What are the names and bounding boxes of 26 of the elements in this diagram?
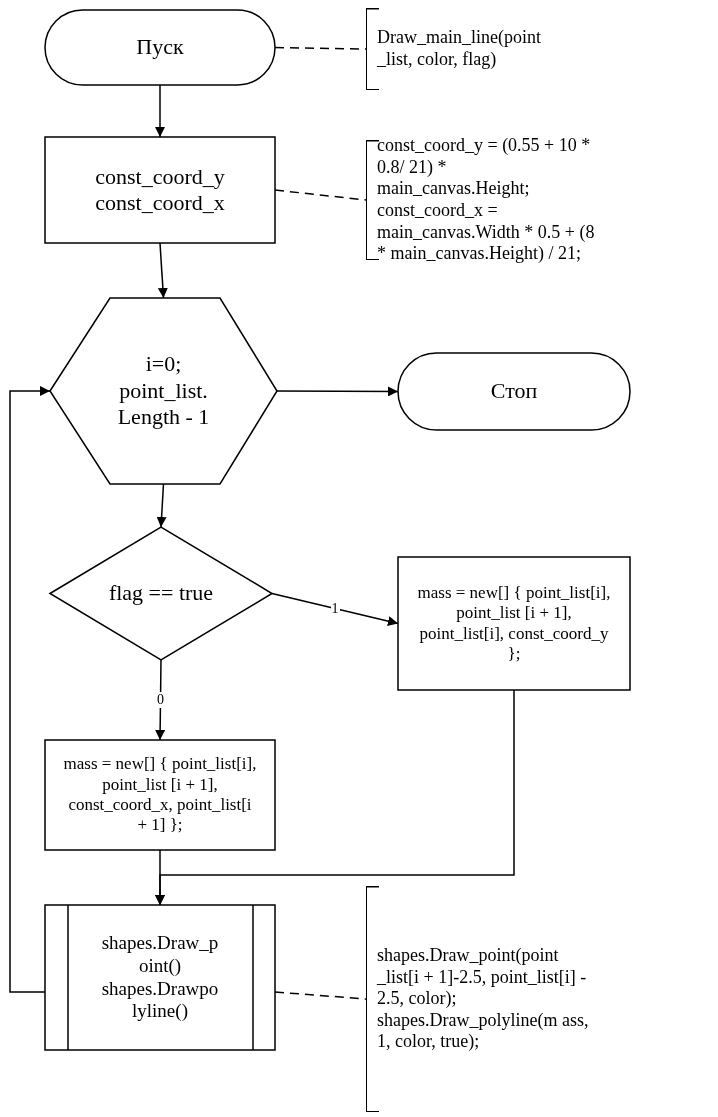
arrow bbox=[155, 659, 166, 741]
arrow bbox=[155, 84, 165, 138]
node-text: mass = new[] { point_list[i], point_list [i + 1], const_coord_x, point_list[i + 1] }; bbox=[62, 754, 258, 836]
arrow bbox=[271, 592, 399, 627]
node-text: i=0; point_list. Length - 1 bbox=[116, 351, 211, 431]
node-text: mass = new[] { point_list[i], point_list [i + 1], point_list[i], const_coord_y }; bbox=[416, 582, 612, 665]
node-text: flag == true bbox=[108, 580, 214, 607]
arrow bbox=[155, 689, 515, 906]
edge-label: 0 bbox=[156, 692, 165, 708]
subroutine-box bbox=[45, 905, 275, 1050]
arrow bbox=[276, 386, 399, 397]
arrow bbox=[9, 386, 51, 993]
node-text: Стоп bbox=[490, 378, 538, 405]
process-box bbox=[45, 137, 275, 243]
comment-text: shapes.Draw_point(point _list[i + 1]-2.5, point_list[i] - 2.5, color); shapes.Draw_polyline(m ass, 1, color, true); bbox=[377, 945, 590, 1053]
node-text: Пуск bbox=[136, 34, 184, 61]
comment-text: const_coord_y = (0.55 + 10 * 0.8/ 21) * main_canvas.Height; const_coord_x = main_canvas.Width * 0.5 + (8 * main_canvas.Height) / 21; bbox=[377, 135, 596, 265]
process-box bbox=[45, 740, 275, 850]
loop-hexagon bbox=[50, 298, 277, 484]
comment-text: Draw_main_line(point _list, color, flag) bbox=[377, 27, 542, 71]
arrow bbox=[157, 242, 168, 299]
decision-diamond bbox=[50, 527, 272, 660]
process-box bbox=[398, 557, 630, 690]
node-text: shapes.Draw_p oint() shapes.Drawpo lyline() bbox=[100, 931, 220, 1024]
node-text: const_coord_y const_coord_x bbox=[94, 163, 226, 217]
arrow bbox=[156, 483, 167, 528]
